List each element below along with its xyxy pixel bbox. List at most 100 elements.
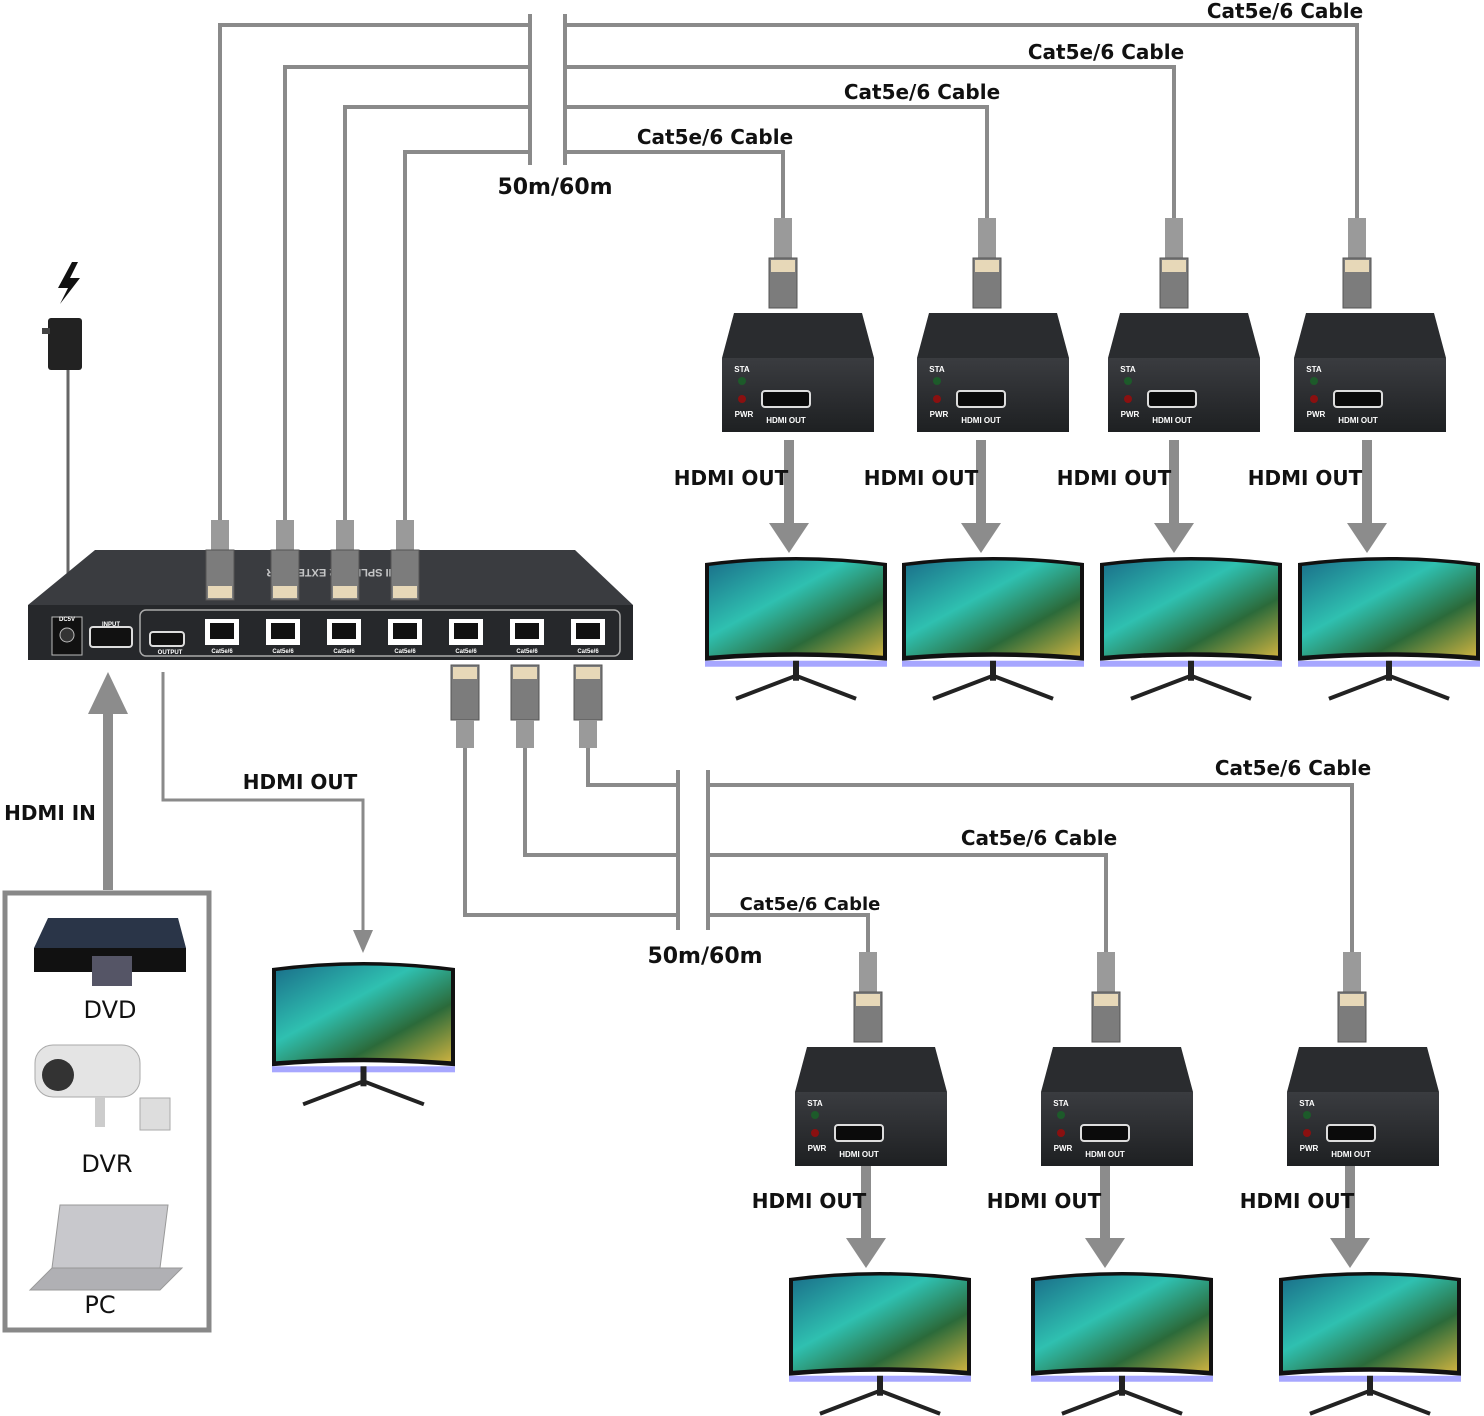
cat-cable-top-1-b — [565, 23, 1359, 222]
cat-cable-top-4-a — [403, 150, 530, 525]
rj45-plug-receiver-top — [1159, 218, 1189, 309]
cable-label-bottom: Cat5e/6 Cable — [1215, 756, 1371, 780]
rj45-port-label: Cat5e/6 — [333, 649, 355, 655]
source-label-dvr: DVR — [81, 1150, 132, 1178]
laptop-lid — [51, 1204, 169, 1269]
power-adapter-icon — [48, 318, 82, 370]
pwr-label: PWR — [1307, 410, 1326, 419]
rj45-port-label: Cat5e/6 — [455, 649, 477, 655]
monitor-screen — [793, 1275, 967, 1371]
hdmi-input-port[interactable] — [89, 626, 133, 648]
cat-cable-bottom-1-a — [463, 745, 678, 917]
plug-boot — [1348, 218, 1366, 258]
camera-lens — [42, 1059, 74, 1091]
rj45-plug-top-3 — [330, 520, 360, 601]
cable-label-bottom: Cat5e/6 Cable — [740, 894, 881, 915]
pwr-label: PWR — [1300, 1144, 1319, 1153]
cat-cable-bottom-2-b — [708, 853, 1108, 955]
hdmi-out-port[interactable] — [834, 1124, 884, 1142]
pwr-led — [1124, 395, 1132, 403]
cat-cable-top-3-a — [343, 105, 530, 525]
hdmi-out-port[interactable] — [1080, 1124, 1130, 1142]
sta-label: STA — [1120, 365, 1136, 374]
rj45-plug-bottom-1 — [450, 664, 480, 748]
hdmi-out-arrow-bottom-head — [1330, 1238, 1370, 1268]
hdmi-out-arrow-top-head — [961, 523, 1001, 553]
hdmi-out-arrow-top-head — [769, 523, 809, 553]
hdmi-out-arrow-bottom-head — [1085, 1238, 1125, 1268]
pwr-label: PWR — [808, 1144, 827, 1153]
hdmi-out-label-bottom: HDMI OUT — [752, 1189, 867, 1213]
sta-label: STA — [1299, 1099, 1315, 1108]
dc-jack — [59, 627, 75, 643]
port-panel — [139, 609, 621, 657]
hdmi-out-cable — [161, 672, 365, 935]
sta-led — [738, 377, 746, 385]
hdmi-out-label-top: HDMI OUT — [674, 466, 789, 490]
hdmi-out-port[interactable] — [1326, 1124, 1376, 1142]
plug-boot — [859, 952, 877, 992]
monitor-screen — [276, 965, 451, 1062]
rj45-plug-top-4 — [390, 520, 420, 601]
sta-led — [1124, 377, 1132, 385]
rj45-port-label: Cat5e/6 — [577, 649, 599, 655]
hdmi-out-label-bottom: HDMI OUT — [987, 1189, 1102, 1213]
hdmi-in-label: HDMI IN — [4, 801, 96, 825]
camera-arm — [95, 1097, 105, 1127]
monitor-bottom-1 — [789, 1272, 971, 1416]
plug-boot — [456, 720, 474, 748]
camera-mount — [139, 1097, 171, 1131]
rj45-plug-top-1 — [205, 520, 235, 601]
plug-boot — [516, 720, 534, 748]
pwr-led — [1310, 395, 1318, 403]
pwr-led — [1303, 1129, 1311, 1137]
power-adapter-prong — [42, 328, 50, 334]
distance-label-top: 50m/60m — [497, 175, 612, 200]
hdmi-out-port[interactable] — [1147, 390, 1197, 408]
monitor-top-3 — [1100, 557, 1282, 701]
receiver-top — [1294, 313, 1446, 358]
hdmi-out-port-label: HDMI OUT — [766, 416, 806, 425]
monitor-top-2 — [902, 557, 1084, 701]
sta-led — [1303, 1111, 1311, 1119]
hdmi-out-label-top: HDMI OUT — [864, 466, 979, 490]
plug-contacts — [975, 260, 999, 272]
plug-boot — [1097, 952, 1115, 992]
sta-label: STA — [1053, 1099, 1069, 1108]
receiver-top — [1287, 1047, 1439, 1092]
hdmi-out-port[interactable] — [1333, 390, 1383, 408]
sta-label: STA — [734, 365, 750, 374]
rj45-port-label: Cat5e/6 — [394, 649, 416, 655]
rj45-plug-bottom-2 — [510, 664, 540, 748]
rj45-port-socket — [210, 623, 234, 639]
hdmi-out-port[interactable] — [761, 390, 811, 408]
rj45-plug-receiver-bottom — [1091, 952, 1121, 1043]
security-camera-icon — [34, 1044, 171, 1131]
plug-contacts — [453, 667, 477, 679]
hdmi-out-port[interactable] — [956, 390, 1006, 408]
plug-contacts — [333, 586, 357, 598]
sta-led — [933, 377, 941, 385]
rj45-plug-receiver-top — [1342, 218, 1372, 309]
cat-cable-bottom-3-a — [586, 745, 678, 787]
plug-boot — [978, 218, 996, 258]
rj45-port-label: Cat5e/6 — [272, 649, 294, 655]
rj45-port-label: Cat5e/6 — [211, 649, 233, 655]
hdmi-out-port-label: HDMI OUT — [1338, 416, 1378, 425]
monitor-top-1 — [705, 557, 887, 701]
pwr-label: PWR — [930, 410, 949, 419]
cat-cable-top-1-a — [218, 23, 530, 525]
monitor-screen — [1302, 560, 1476, 656]
rj45-plug-bottom-3 — [573, 664, 603, 748]
hdmi-output-port[interactable] — [149, 631, 185, 647]
cable-label-top: Cat5e/6 Cable — [1028, 40, 1184, 64]
receiver-top — [795, 1047, 947, 1092]
pwr-led — [1057, 1129, 1065, 1137]
monitor-bottom-3 — [1279, 1272, 1461, 1416]
hdmi-out-port-label: HDMI OUT — [839, 1150, 879, 1159]
monitor-bottom-2 — [1031, 1272, 1213, 1416]
